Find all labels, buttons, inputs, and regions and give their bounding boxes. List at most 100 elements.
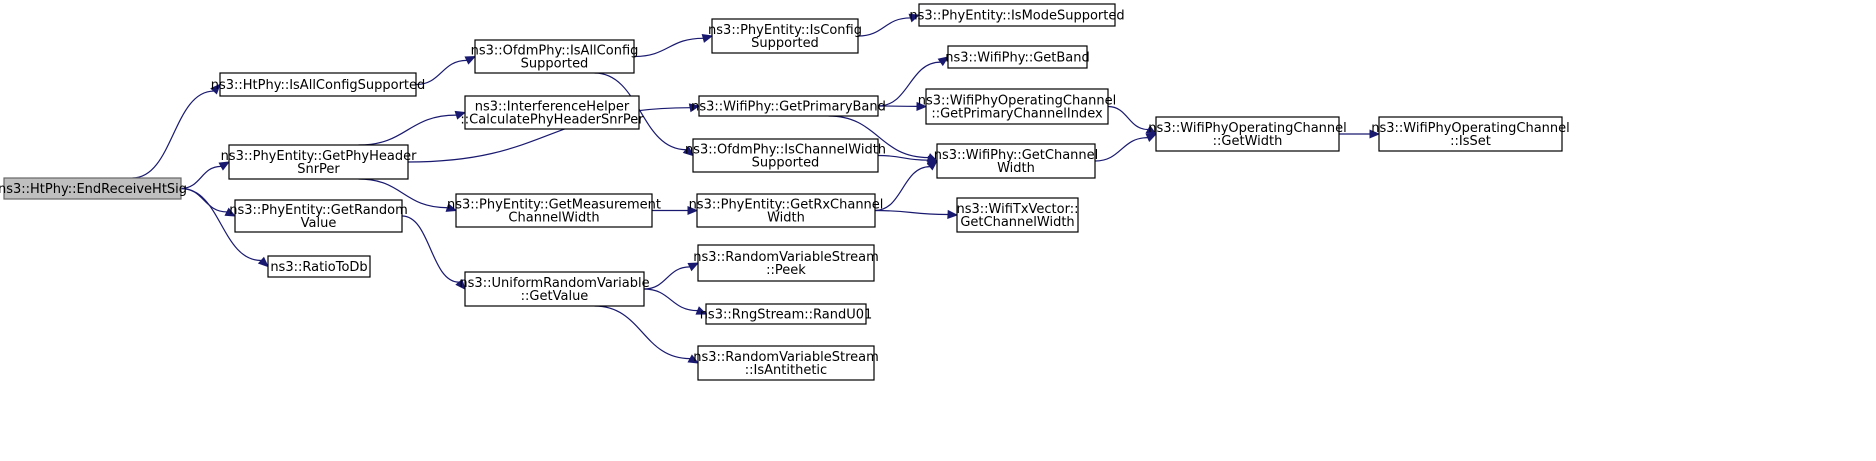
node-box [711, 18, 859, 54]
node-box [267, 255, 371, 278]
node-label: ns3::WifiPhy::GetBand [945, 51, 1090, 66]
node-box [697, 345, 875, 381]
node-label: ns3::RandomVariableStream [693, 350, 879, 365]
call-edge [877, 154, 929, 161]
arrowhead [454, 110, 467, 120]
call-graph-node[interactable]: ns3::InterferenceHelper::CalculatePhyHea… [460, 95, 644, 130]
call-edge [828, 115, 929, 159]
arrowhead [210, 83, 221, 95]
call-graph-node[interactable]: ns3::WifiPhy::GetPrimaryBand [691, 95, 886, 117]
arrowhead [926, 160, 939, 171]
node-label: Supported [751, 36, 819, 51]
arrowhead [916, 101, 928, 111]
node-label: GetChannelWidth [960, 215, 1074, 230]
node-label: ns3::PhyEntity::GetRxChannel [689, 198, 884, 213]
call-edge [358, 178, 448, 209]
node-box [455, 193, 653, 228]
call-graph-node[interactable]: ns3::PhyEntity::GetMeasurementChannelWid… [447, 193, 661, 228]
arrowhead [455, 278, 466, 290]
arrowhead [687, 262, 700, 272]
call-edge [132, 90, 214, 179]
call-graph-node[interactable]: ns3::WifiTxVector::GetChannelWidth [956, 197, 1079, 233]
call-graph-node[interactable]: ns3::RatioToDb [267, 255, 371, 278]
node-label: Width [997, 161, 1035, 176]
arrowhead [464, 55, 477, 65]
node-label: ns3::RatioToDb [270, 260, 367, 275]
arrowhead [687, 354, 700, 364]
node-label: ns3::PhyEntity::GetRandom [229, 203, 408, 218]
node-label: ns3::WifiPhyOperatingChannel [918, 94, 1117, 109]
node-label: ns3::InterferenceHelper [475, 100, 630, 115]
node-box [705, 303, 867, 325]
call-graph-node[interactable]: ns3::RandomVariableStream::IsAntithetic [693, 345, 879, 381]
call-edge [407, 107, 691, 163]
call-graph-node[interactable]: ns3::PhyEntity::IsModeSupported [909, 3, 1125, 27]
call-edge [594, 305, 691, 360]
node-label: ::GetValue [521, 289, 589, 304]
node-box [464, 95, 640, 130]
node-label: ::Peek [766, 263, 806, 278]
arrowhead [224, 207, 237, 217]
node-box [1378, 116, 1563, 152]
node-box [464, 271, 645, 307]
call-graph-node[interactable]: ns3::UniformRandomVariable::GetValue [459, 271, 650, 307]
arrowhead [701, 34, 714, 43]
node-label: ns3::WifiPhy::GetChannel [934, 148, 1099, 163]
node-label: ns3::WifiPhyOperatingChannel [1371, 121, 1570, 136]
call-edge [1094, 137, 1148, 162]
nodes-layer: ns3::HtPhy::EndReceiveHtSig ns3::HtPhy::I… [0, 3, 1570, 381]
arrowhead [682, 145, 694, 157]
node-label: Supported [521, 57, 589, 72]
node-box [925, 88, 1109, 125]
arrowhead [947, 209, 959, 220]
call-edge [401, 215, 460, 283]
call-edge [594, 72, 687, 151]
node-label: ::GetPrimaryChannelIndex [931, 107, 1103, 122]
call-graph-node[interactable]: ns3::WifiPhyOperatingChannel::GetPrimary… [918, 88, 1117, 125]
call-graph-node[interactable]: ns3::WifiPhy::GetBand [945, 45, 1090, 69]
call-edge [180, 187, 262, 262]
arrowhead [257, 256, 269, 268]
arrowhead [937, 56, 950, 67]
call-graph-node[interactable]: ns3::WifiPhy::GetChannelWidth [934, 143, 1099, 179]
call-graph-node[interactable]: ns3::RngStream::RandU01 [700, 303, 873, 325]
node-box [918, 3, 1116, 27]
node-label: SnrPer [297, 162, 340, 177]
arrowhead [688, 103, 701, 113]
node-box [1155, 116, 1340, 152]
call-graph-node[interactable]: ns3::OfdmPhy::IsAllConfigSupported [471, 39, 639, 74]
call-graph-node[interactable]: ns3::WifiPhyOperatingChannel::IsSet [1371, 116, 1570, 152]
node-box [474, 39, 635, 74]
node-label: ns3::OfdmPhy::IsAllConfig [471, 44, 639, 59]
call-edge [877, 61, 941, 107]
call-edge [180, 187, 227, 213]
arrowhead [687, 205, 699, 216]
node-label: ns3::WifiTxVector:: [956, 202, 1078, 217]
node-box [228, 144, 409, 180]
arrowhead [445, 203, 458, 212]
node-label: ns3::PhyEntity::IsModeSupported [909, 9, 1124, 24]
call-graph-node[interactable]: ns3::HtPhy::EndReceiveHtSig [0, 177, 187, 200]
call-graph-node[interactable]: ns3::HtPhy::IsAllConfigSupported [211, 72, 426, 97]
node-label: ns3::WifiPhy::GetPrimaryBand [691, 100, 886, 115]
node-label: ns3::PhyEntity::IsConfig [708, 23, 862, 38]
node-box [692, 138, 879, 173]
node-box [696, 193, 876, 228]
node-label: ChannelWidth [508, 211, 599, 226]
call-edge [415, 59, 467, 86]
call-graph-node[interactable]: ns3::WifiPhyOperatingChannel::GetWidth [1148, 116, 1347, 152]
node-box [947, 45, 1088, 69]
call-edge [358, 114, 457, 146]
call-graph-node[interactable]: ns3::RandomVariableStream::Peek [693, 244, 879, 282]
node-label: ns3::OfdmPhy::IsChannelWidth [685, 143, 886, 158]
node-box [3, 177, 182, 200]
call-edge [643, 288, 698, 312]
node-label: ns3::HtPhy::EndReceiveHtSig [0, 182, 187, 197]
node-box [219, 72, 417, 97]
node-label: ns3::PhyEntity::GetPhyHeader [221, 149, 418, 164]
